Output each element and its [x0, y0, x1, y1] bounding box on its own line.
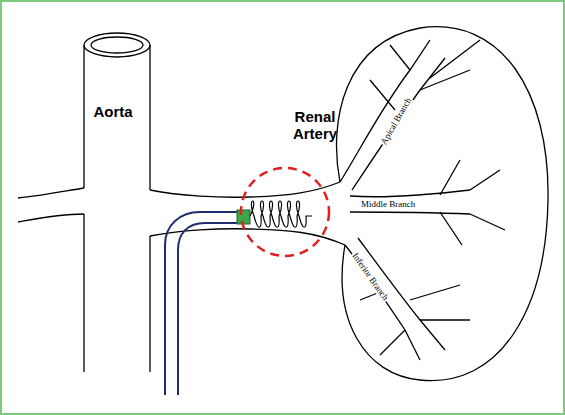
vessel-label: Renal Artery: [284, 108, 346, 143]
vessel-label: Aorta: [92, 103, 134, 120]
coil-windings: [250, 201, 312, 227]
branch-label: Middle Branch: [360, 199, 416, 209]
branch-label: Apical Branch: [378, 95, 414, 147]
